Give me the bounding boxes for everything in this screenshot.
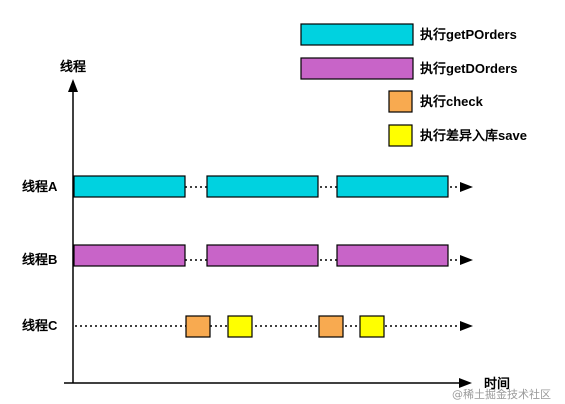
thread-b-task-3 [336, 244, 449, 267]
legend-swatch-getporders [300, 23, 414, 46]
legend-label-getdorders: 执行getDOrders [420, 61, 518, 76]
legend-label-check: 执行check [420, 94, 484, 109]
watermark: @稀土掘金技术社区 [452, 387, 551, 401]
legend-label-getporders: 执行getPOrders [420, 27, 517, 42]
thread-c-save-1 [227, 315, 253, 338]
thread-a-task-3 [336, 175, 449, 198]
legend-label-save: 执行差异入库save [420, 128, 527, 143]
thread-c-label: 线程C [22, 318, 58, 333]
legend-swatch-getdorders [300, 57, 414, 80]
thread-b-task-1 [73, 244, 186, 267]
thread-c-check-1 [185, 315, 211, 338]
thread-c-row: 线程C [22, 315, 473, 338]
thread-c-save-2 [359, 315, 385, 338]
legend: 执行getPOrders 执行getDOrders 执行check 执行差异入库… [300, 23, 527, 147]
x-axis-label: 时间 [484, 376, 510, 391]
thread-b-task-2 [206, 244, 319, 267]
thread-a-task-2 [206, 175, 319, 198]
thread-c-check-2 [318, 315, 344, 338]
legend-swatch-save [388, 124, 413, 147]
thread-c-arrow [460, 321, 473, 331]
thread-a-task-1 [73, 175, 186, 198]
thread-a-arrow [460, 182, 473, 192]
y-axis-label: 线程 [60, 59, 86, 74]
thread-b-arrow [460, 255, 473, 265]
thread-a-row: 线程A [22, 175, 473, 198]
thread-b-label: 线程B [22, 252, 57, 267]
x-axis-arrow [459, 378, 472, 388]
legend-swatch-check [388, 90, 413, 113]
thread-a-label: 线程A [22, 179, 58, 194]
thread-b-row: 线程B [22, 244, 473, 267]
y-axis-arrow [68, 79, 78, 92]
